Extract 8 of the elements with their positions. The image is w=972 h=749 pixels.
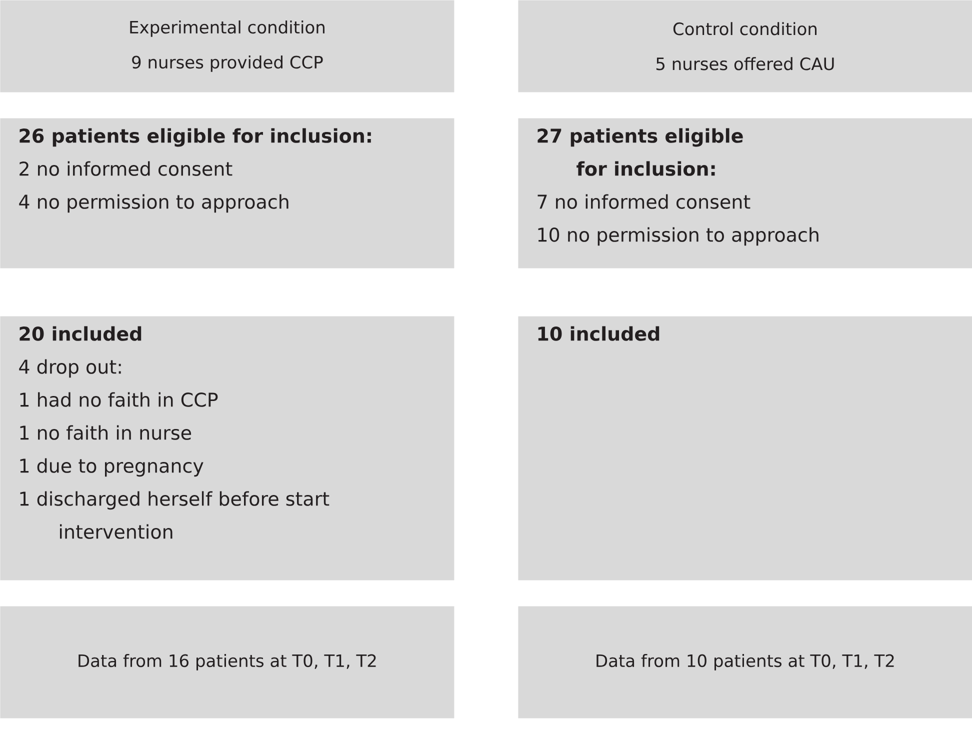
process-box: Data from 10 patients at T0, T1, T2: [518, 606, 972, 718]
process-box: 27 patients eligible for inclusion: 7 no informed consent 10 no permission to approach: [518, 118, 972, 268]
process-box: Control condition 5 nurses offered CAU: [518, 0, 972, 92]
process-box: Experimental condition 9 nurses provided CCP: [0, 0, 454, 92]
process-box: 26 patients eligible for inclusion: 2 no informed consent 4 no permission to approach: [0, 118, 454, 268]
process-box: 20 included 4 drop out: 1 had no faith in CCP 1 no faith in nurse 1 due to pregnancy 1 discharged herself before start intervention: [0, 316, 454, 580]
process-box: Data from 16 patients at T0, T1, T2: [0, 606, 454, 718]
process-box: 10 included: [518, 316, 972, 580]
